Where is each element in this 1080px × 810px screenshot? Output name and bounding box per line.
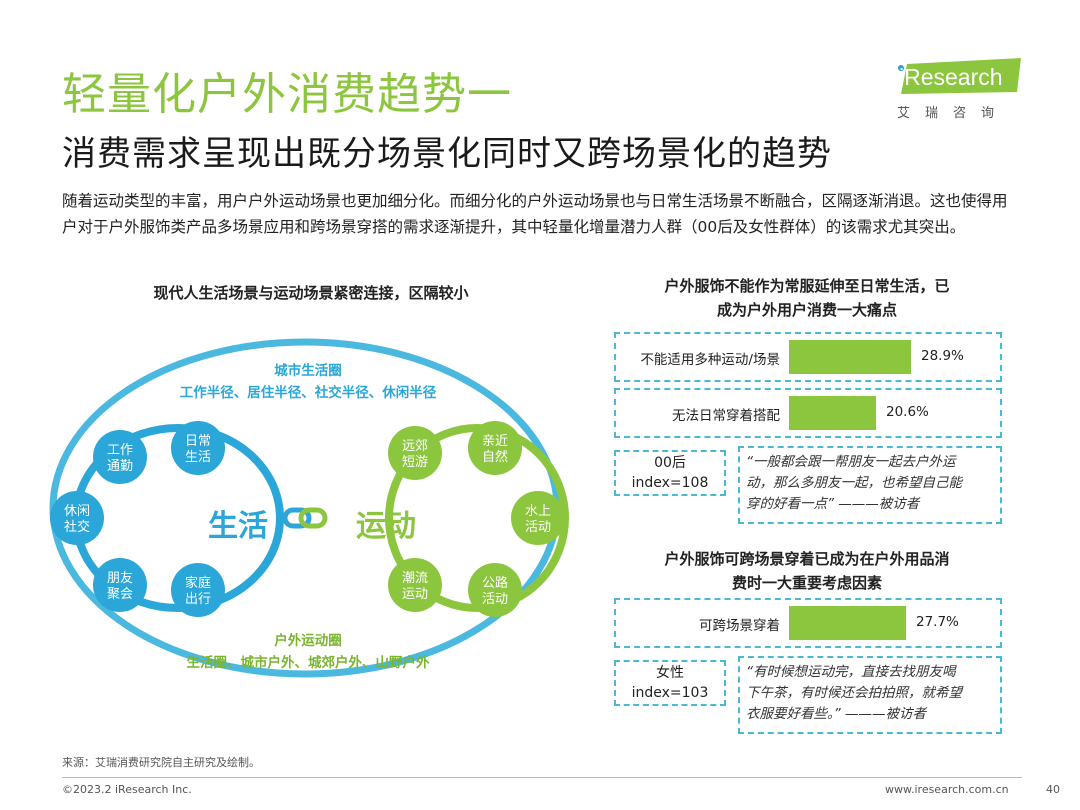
quote-top-l1: “一般都会跟一帮朋友一起去户外运	[746, 454, 956, 470]
quote-bottom: “有时候想运动完，直接去找朋友喝 下午茶，有时候还会拍拍照，就希望 衣服要好看些…	[746, 662, 1000, 725]
right-top-title-l2: 成为户外用户消费一大痛点	[716, 301, 897, 319]
life-node-1	[171, 421, 225, 475]
right-bottom-title-l1: 户外服饰可跨场景穿着已成为在户外用品消	[664, 550, 950, 568]
sport-node-2-l1: 水上	[525, 504, 551, 519]
quote-box-top	[738, 446, 1002, 524]
group-00-l1: 00后	[654, 455, 686, 471]
footer-divider	[62, 777, 1022, 778]
city-circle-name: 城市生活圈	[274, 362, 342, 379]
group-box-female	[614, 660, 726, 706]
sport-node-4	[468, 563, 522, 617]
sport-node-0-l1: 远郊	[402, 438, 428, 454]
quote-top-l3: 穿的好看一点” ———被访者	[746, 496, 920, 512]
group-label-00: 00后 index=108	[614, 453, 726, 493]
sport-node-2-l2: 活动	[525, 520, 551, 535]
life-node-3	[93, 558, 147, 612]
sport-node-4-l2: 活动	[482, 592, 508, 607]
group-female-l1: 女性	[656, 665, 684, 681]
sport-label: 运动	[356, 509, 416, 544]
group-female-l2: index=103	[631, 685, 709, 701]
life-node-0	[93, 430, 147, 484]
quote-bottom-l2: 下午茶，有时候还会拍拍照，就希望	[746, 685, 962, 701]
life-node-4	[171, 563, 225, 617]
life-node-1-l1: 日常	[185, 434, 211, 449]
logo-graphic	[898, 58, 1021, 94]
intro-paragraph: 随着运动类型的丰富，用户户外运动场景也更加细分化。而细分化的户外运动场景也与日常…	[62, 192, 1008, 236]
source-note: 来源：艾瑞消费研究院自主研究及绘制。	[62, 756, 260, 769]
quote-top-l2: 动，那么多朋友一起，也希望自己能	[746, 475, 962, 491]
website-link[interactable]: www.iresearch.com.cn	[885, 783, 1009, 796]
sport-node-4-l1: 公路	[482, 575, 508, 591]
life-node-0-l1: 工作	[107, 443, 133, 458]
life-label: 生活	[208, 509, 268, 544]
quote-bottom-l3: 衣服要好看些。” ———被访者	[746, 706, 927, 722]
sport-node-3-l1: 潮流	[402, 571, 428, 586]
bar-value-2: 27.7%	[916, 614, 959, 630]
bar-box-1	[614, 388, 1002, 438]
page-subtitle: 消费需求呈现出既分场景化同时又跨场景化的趋势	[62, 134, 832, 174]
bar-label-2: 可跨场景穿着	[699, 618, 780, 634]
sport-node-0	[388, 426, 442, 480]
quote-box-bottom	[738, 656, 1002, 734]
scene-diagram: 工作 通勤 日常 生活 休闲 社交 朋友 聚会 家庭 出行 远郊 短游 亲近 自…	[49, 338, 569, 678]
left-panel-title: 现代人生活场景与运动场景紧密连接，区隔较小	[153, 284, 469, 302]
life-node-2	[50, 491, 104, 545]
bar-label-1: 无法日常穿着搭配	[672, 408, 780, 424]
group-box-00	[614, 450, 726, 496]
life-node-0-l2: 通勤	[107, 459, 133, 474]
quote-bottom-l1: “有时候想运动完，直接去找朋友喝	[746, 664, 956, 680]
bar-label-0: 不能适用多种运动/场景	[640, 352, 780, 368]
sport-node-3	[388, 558, 442, 612]
sport-node-1-l2: 自然	[482, 449, 508, 465]
sport-node-3-l2: 运动	[402, 587, 428, 602]
bar-value-0: 28.9%	[921, 348, 964, 364]
group-label-female: 女性 index=103	[614, 663, 726, 703]
outdoor-circle-desc: 生活圈、城市户外、城郊户外、山野户外	[187, 654, 430, 671]
sport-node-2	[511, 491, 565, 545]
life-node-1-l2: 生活	[185, 450, 211, 465]
bar-value-1: 20.6%	[886, 404, 929, 420]
logo-brand: iResearch	[899, 64, 1003, 90]
quote-top: “一般都会跟一帮朋友一起去户外运 动，那么多朋友一起，也希望自己能 穿的好看一点…	[746, 452, 1000, 515]
right-top-title: 户外服饰不能作为常服延伸至日常生活，已 成为户外用户消费一大痛点	[612, 274, 1002, 322]
bar-1	[789, 396, 876, 430]
logo-cn: 艾瑞咨询	[897, 106, 1010, 121]
sport-node-1	[468, 421, 522, 475]
page-title: 轻量化户外消费趋势一	[62, 69, 512, 120]
life-node-3-l1: 朋友	[107, 570, 133, 586]
sport-node-1-l1: 亲近	[482, 434, 508, 449]
group-00-l2: index=108	[631, 475, 709, 491]
chain-link-icon	[282, 507, 328, 529]
bar-box-0	[614, 332, 1002, 382]
copyright: ©2023.2 iResearch Inc.	[62, 783, 192, 796]
sport-node-0-l2: 短游	[402, 455, 428, 470]
life-node-2-l2: 社交	[64, 519, 90, 535]
outdoor-circle-name: 户外运动圈	[274, 632, 342, 649]
life-node-4-l1: 家庭	[185, 575, 211, 591]
city-circle-desc: 工作半径、居住半径、社交半径、休闲半径	[180, 384, 437, 401]
life-node-2-l1: 休闲	[64, 504, 90, 519]
bar-box-2	[614, 598, 1002, 648]
bar-0	[789, 340, 911, 374]
right-bottom-title: 户外服饰可跨场景穿着已成为在户外用品消 费时一大重要考虑因素	[612, 547, 1002, 595]
right-top-title-l1: 户外服饰不能作为常服延伸至日常生活，已	[664, 277, 950, 295]
iresearch-logo: iResearch 艾瑞咨询	[893, 58, 1023, 122]
bar-2	[789, 606, 906, 640]
page-number: 40	[1046, 783, 1060, 796]
right-bottom-title-l2: 费时一大重要考虑因素	[731, 574, 882, 592]
life-node-3-l2: 聚会	[107, 587, 133, 602]
life-node-4-l2: 出行	[185, 592, 211, 607]
